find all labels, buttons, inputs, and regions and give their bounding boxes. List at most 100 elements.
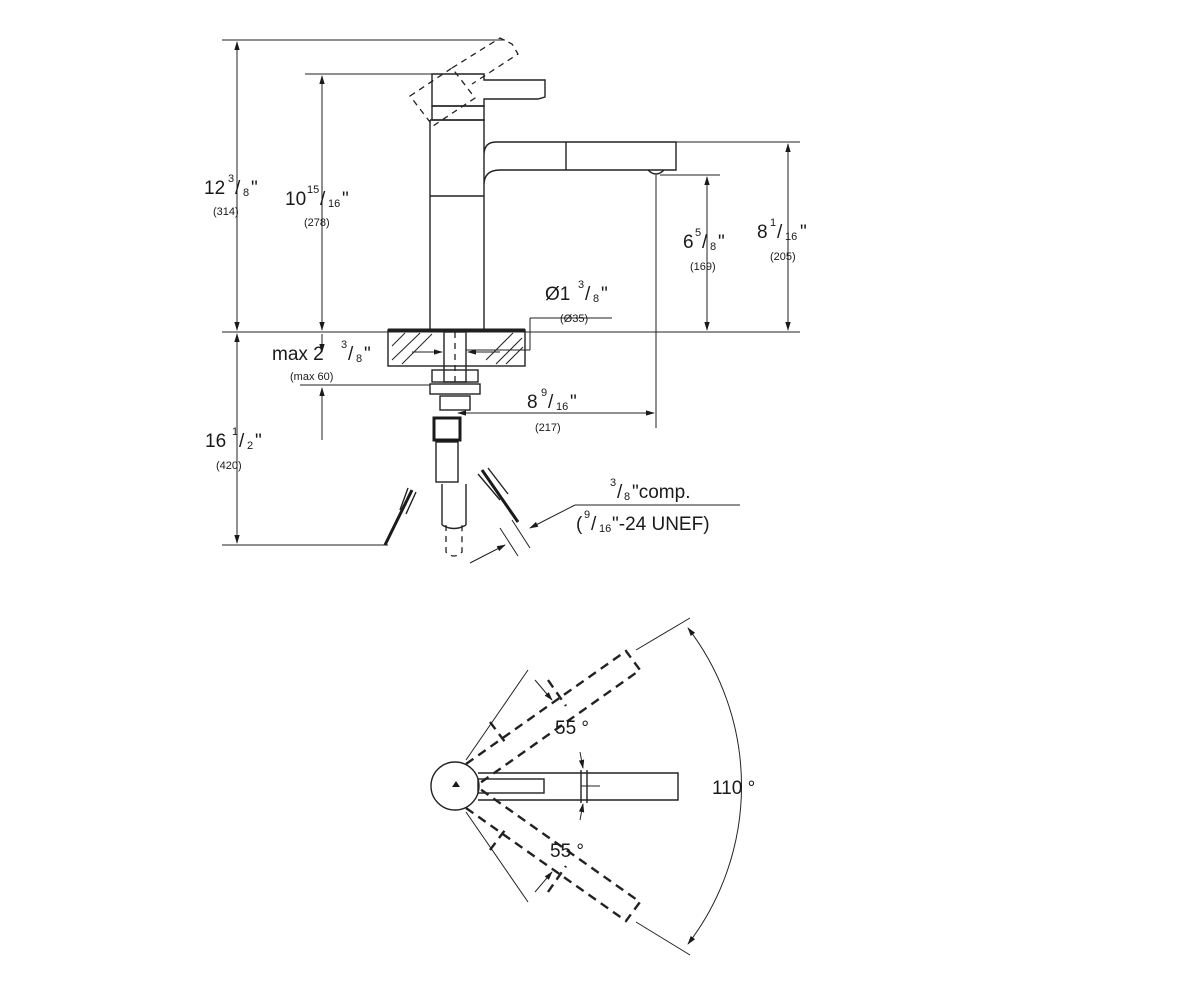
svg-text:/: / [617, 482, 623, 503]
svg-text:": " [364, 344, 371, 365]
fitting-3 [432, 416, 462, 442]
hose-right-inner [477, 467, 509, 501]
svg-text:": " [255, 431, 262, 452]
svg-text:(max 60): (max 60) [290, 371, 333, 383]
svg-text:(217): (217) [535, 422, 561, 434]
angle-total-label: 110 ° [712, 778, 755, 799]
svg-text:/: / [777, 222, 783, 243]
fitting-1 [429, 383, 481, 395]
svg-text:"comp.: "comp. [632, 482, 690, 503]
svg-text:16: 16 [556, 401, 568, 413]
svg-text:1: 1 [770, 217, 776, 229]
dimension-labels: 12 3 / 8 " (314) 10 15 / 16 " (278) 6 5 … [204, 173, 807, 535]
dimension-lines [222, 39, 800, 564]
svg-text:3: 3 [610, 477, 616, 489]
svg-text:": " [601, 284, 608, 305]
svg-text:5: 5 [695, 227, 701, 239]
angle-upper-label: 55 ° [555, 718, 589, 739]
svg-text:9: 9 [584, 509, 590, 521]
svg-text:16: 16 [785, 231, 797, 243]
svg-text:1: 1 [232, 426, 238, 438]
handle-raised-outline [409, 67, 476, 127]
svg-text:8: 8 [243, 187, 249, 199]
countertop-section [387, 329, 526, 367]
spout-slot [477, 778, 545, 794]
svg-text:Ø1: Ø1 [545, 284, 570, 305]
handle-lever [431, 73, 546, 107]
spout-swung-upper [465, 649, 642, 784]
faucet-base-circle [430, 761, 480, 811]
spout-outlet [647, 169, 665, 175]
svg-text:15: 15 [307, 184, 319, 196]
svg-text:": " [570, 392, 577, 413]
svg-text:": " [251, 178, 258, 199]
svg-text:2: 2 [247, 440, 253, 452]
svg-text:8: 8 [527, 392, 538, 413]
svg-text:": " [800, 222, 807, 243]
svg-text:/: / [702, 232, 708, 253]
svg-text:(169): (169) [690, 261, 716, 273]
dim-base-diameter: Ø1 3 / 8 " (Ø35) [545, 279, 608, 325]
hose-center-dash [445, 525, 463, 557]
svg-text:(Ø35): (Ø35) [560, 313, 588, 325]
svg-text:/: / [591, 514, 597, 535]
svg-text:12: 12 [204, 178, 225, 199]
svg-text:/: / [320, 189, 326, 210]
spout-top [478, 772, 679, 801]
spout-swung-lower [465, 788, 642, 923]
svg-text:": " [718, 232, 725, 253]
dim-outlet-height: 6 5 / 8 " (169) [683, 227, 725, 273]
svg-text:/: / [235, 178, 241, 199]
svg-text:8: 8 [356, 353, 362, 365]
mounting-nut [431, 369, 479, 383]
dim-max-deck: max 2 3 / 8 " (max 60) [272, 339, 371, 383]
angle-lower-label: 55 ° [550, 841, 584, 862]
faucet-side-view [383, 37, 677, 557]
dim-connection: 3 / 8 "comp. ( 9 / 16 "-24 UNEF) [576, 477, 710, 535]
dim-spout-reach: 8 9 / 16 " (217) [527, 387, 577, 434]
svg-text:"-24 UNEF): "-24 UNEF) [612, 514, 710, 535]
svg-text:8: 8 [593, 293, 599, 305]
svg-text:(205): (205) [770, 251, 796, 263]
svg-text:8: 8 [757, 222, 768, 243]
dim-hose-length: 16 1 / 2 " (420) [205, 426, 262, 472]
svg-text:/: / [548, 392, 554, 413]
svg-text:16: 16 [328, 198, 340, 210]
dim-body-height: 10 15 / 16 " (278) [285, 184, 349, 229]
hose-left [383, 489, 414, 546]
dim-total-height: 12 3 / 8 " (314) [204, 173, 258, 218]
countertop-hatch [391, 332, 524, 365]
svg-text:(314): (314) [213, 206, 239, 218]
svg-text:16: 16 [599, 523, 611, 535]
base-center-mark [452, 781, 460, 787]
svg-text:3: 3 [578, 279, 584, 291]
svg-text:(: ( [576, 514, 583, 535]
faucet-body [430, 119, 677, 186]
handle-raised-lever [451, 37, 519, 85]
faucet-top-view [430, 617, 743, 956]
svg-text:/: / [239, 431, 245, 452]
hose-right [480, 469, 520, 523]
svg-text:8: 8 [624, 491, 630, 503]
hose-center [441, 484, 467, 530]
svg-text:6: 6 [683, 232, 694, 253]
svg-text:3: 3 [228, 173, 234, 185]
hose-left-inner [399, 487, 417, 515]
svg-text:9: 9 [541, 387, 547, 399]
svg-text:3: 3 [341, 339, 347, 351]
faucet-column [429, 120, 485, 332]
angle-labels: 55 ° 55 ° 110 ° [550, 718, 755, 862]
svg-text:/: / [348, 344, 354, 365]
svg-text:16: 16 [205, 431, 226, 452]
svg-text:max 2: max 2 [272, 344, 324, 365]
fitting-2 [439, 395, 471, 411]
svg-text:": " [342, 189, 349, 210]
svg-text:/: / [585, 284, 591, 305]
fitting-4 [435, 441, 459, 483]
svg-text:(278): (278) [304, 217, 330, 229]
upper-body [431, 105, 485, 121]
svg-text:8: 8 [710, 241, 716, 253]
svg-text:(420): (420) [216, 460, 242, 472]
dim-spout-height: 8 1 / 16 " (205) [757, 217, 807, 263]
